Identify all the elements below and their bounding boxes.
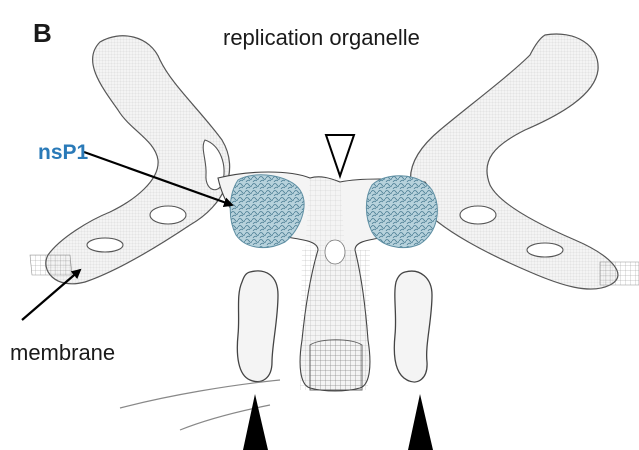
right-membrane-wing (410, 34, 639, 289)
panel-letter: B (33, 18, 52, 49)
filled-arrowhead-right-icon (408, 394, 433, 450)
nsp1-label: nsP1 (38, 141, 88, 165)
membrane-label: membrane (10, 340, 115, 366)
nsp1-right-density (366, 176, 437, 248)
membrane-arrow (22, 270, 80, 320)
right-lower-pillar (394, 271, 432, 382)
filled-arrowhead-left-icon (243, 394, 268, 450)
figure-title: replication organelle (223, 25, 420, 51)
left-lower-pillar (237, 271, 278, 382)
open-arrowhead-icon (326, 135, 354, 176)
